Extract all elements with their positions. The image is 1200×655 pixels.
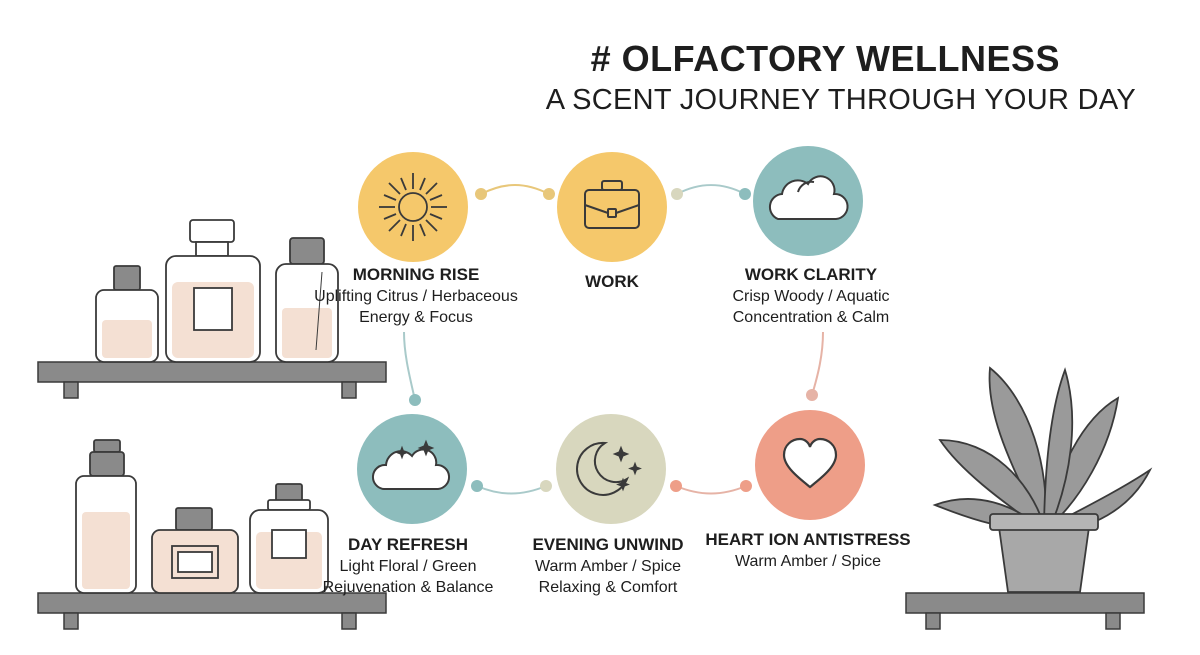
node-evening-unwind: EVENING UNWIND Warm Amber / Spice Relaxi… bbox=[488, 534, 728, 598]
heart-icon bbox=[782, 437, 838, 489]
page-title: # OLFACTORY WELLNESS bbox=[590, 38, 1060, 79]
cloud-icon bbox=[768, 175, 849, 220]
moon-stars-icon bbox=[576, 441, 642, 496]
perfume-bottle-small bbox=[95, 265, 159, 363]
sun-icon bbox=[379, 173, 447, 241]
morning-rise-circle bbox=[358, 152, 468, 262]
connector-dayrefresh-evening bbox=[471, 480, 552, 495]
node-scent: Crisp Woody / Aquatic bbox=[732, 288, 890, 305]
node-benefit: Concentration & Calm bbox=[732, 309, 890, 326]
node-day-refresh: DAY REFRESH Light Floral / Green Rejuven… bbox=[288, 534, 528, 598]
spray-bottle bbox=[75, 439, 137, 594]
perfume-bottle-large bbox=[165, 219, 261, 363]
node-name: HEART ION ANTISTRESS bbox=[705, 530, 911, 549]
top-shelf bbox=[37, 361, 387, 399]
connector-work-clarity bbox=[671, 184, 751, 200]
perfume-bottle-square bbox=[249, 483, 329, 594]
node-scent: Warm Amber / Spice bbox=[734, 553, 882, 570]
perfume-bottle-tall bbox=[275, 237, 339, 363]
node-heart-antistress: HEART ION ANTISTRESS Warm Amber / Spice bbox=[688, 529, 928, 572]
connector-morning-dayrefresh bbox=[403, 331, 421, 406]
potted-plant bbox=[932, 366, 1153, 593]
node-name: WORK CLARITY bbox=[744, 265, 878, 284]
page-subtitle: A SCENT JOURNEY THROUGH YOUR DAY bbox=[545, 84, 1136, 116]
node-scent: Uplifting Citrus / Herbaceous bbox=[314, 288, 518, 305]
evening-unwind-circle bbox=[556, 414, 666, 524]
perfume-bottle-flat bbox=[151, 507, 239, 594]
sparkle-cloud-icon bbox=[372, 439, 450, 490]
briefcase-icon bbox=[584, 180, 640, 229]
connector-evening-heart bbox=[670, 480, 752, 495]
node-work: WORK bbox=[492, 271, 732, 293]
connector-morning-work bbox=[475, 184, 555, 200]
node-name: MORNING RISE bbox=[352, 265, 480, 284]
connector-clarity-heart bbox=[806, 331, 824, 401]
node-name: DAY REFRESH bbox=[348, 535, 468, 554]
node-scent: Light Floral / Green bbox=[339, 558, 477, 575]
node-name: WORK bbox=[585, 272, 639, 291]
node-name: EVENING UNWIND bbox=[532, 535, 684, 554]
node-work-clarity: WORK CLARITY Crisp Woody / Aquatic Conce… bbox=[691, 264, 931, 328]
node-benefit: Relaxing & Comfort bbox=[538, 579, 678, 596]
work-circle bbox=[557, 152, 667, 262]
bottom-shelf bbox=[37, 592, 387, 630]
node-morning-rise: MORNING RISE Uplifting Citrus / Herbaceo… bbox=[296, 264, 536, 328]
node-benefit: Rejuvenation & Balance bbox=[322, 579, 494, 596]
node-scent: Warm Amber / Spice bbox=[534, 558, 682, 575]
plant-shelf bbox=[905, 592, 1145, 630]
node-benefit: Energy & Focus bbox=[359, 309, 473, 326]
